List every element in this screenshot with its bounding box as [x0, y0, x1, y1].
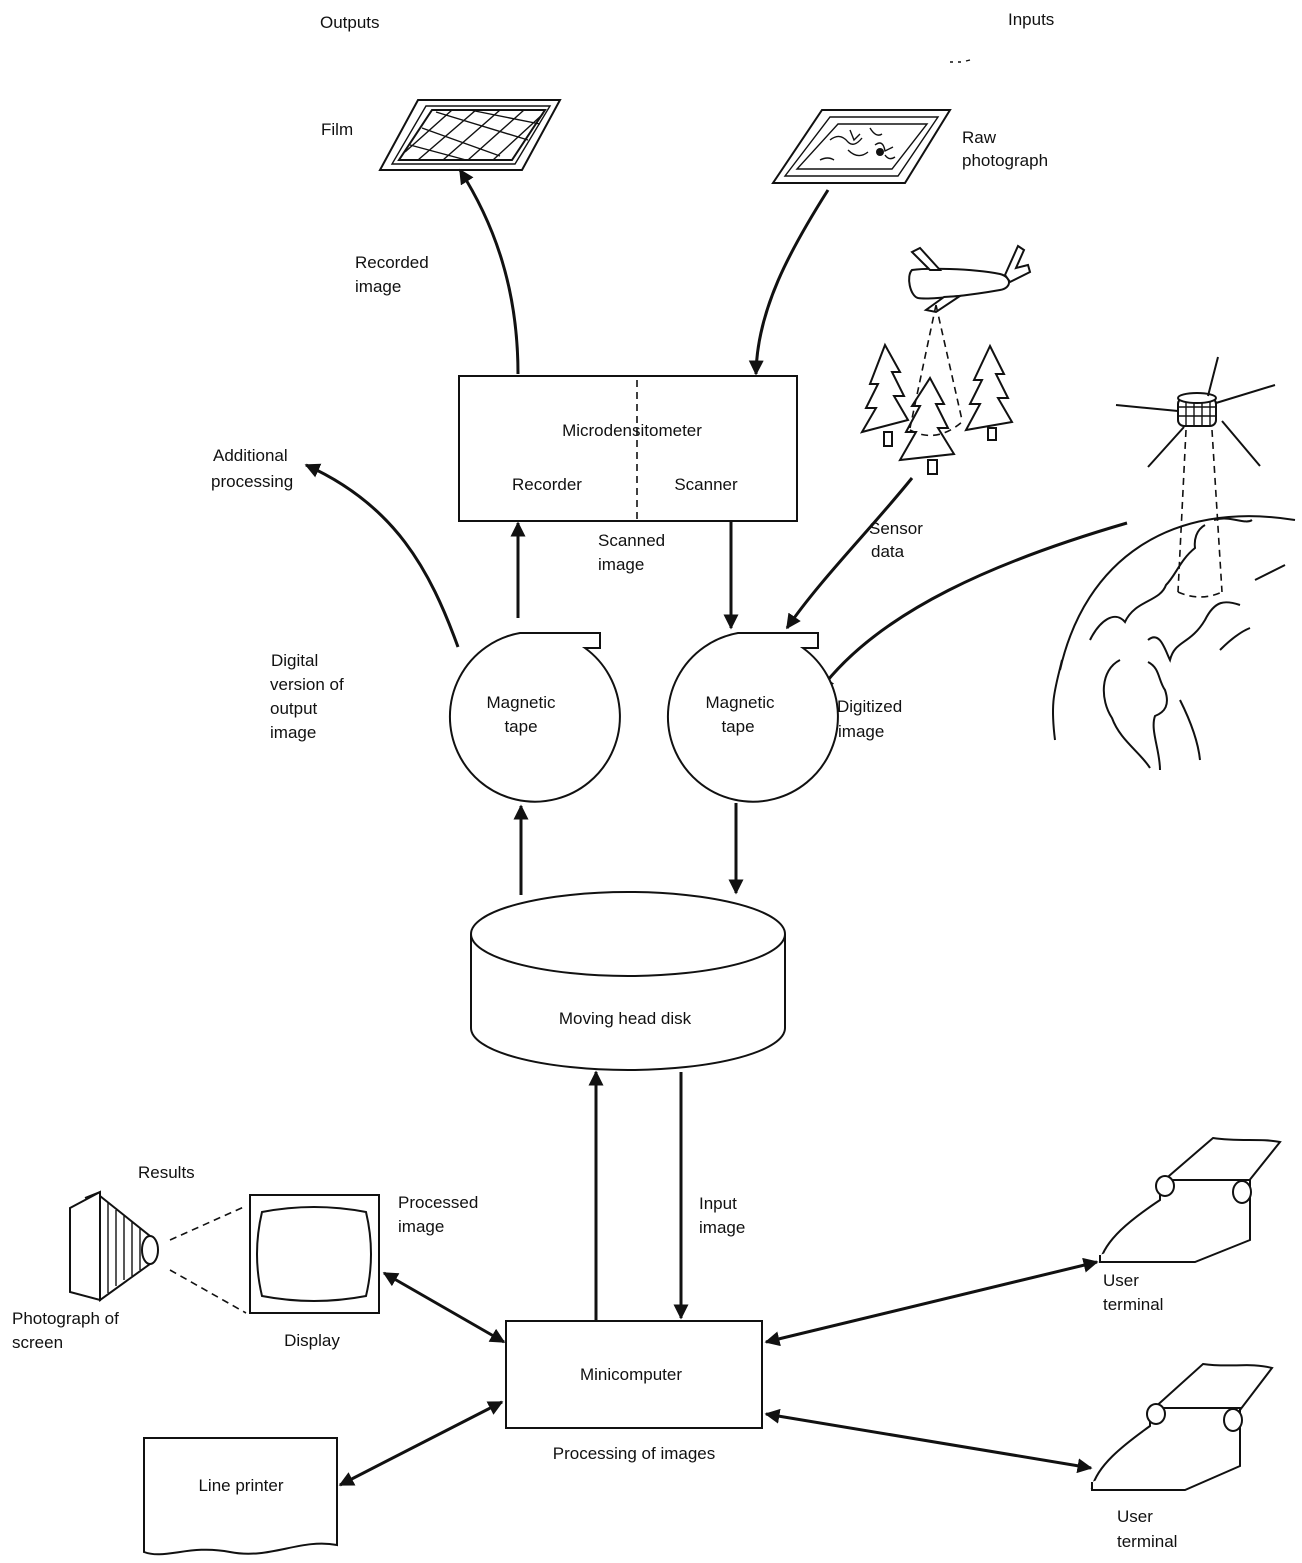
- stray-marks: [950, 59, 971, 63]
- line-printer-label: Line printer: [198, 1476, 283, 1495]
- additional-processing-line2: processing: [211, 472, 293, 491]
- microdensitometer-title: Microdensitometer: [562, 421, 702, 440]
- additional-processing-arrow: [304, 463, 460, 648]
- earth-icon: [1051, 515, 1296, 771]
- scanned-image-line1: Scanned: [598, 531, 665, 550]
- processed-image-line2: image: [398, 1217, 444, 1236]
- display-icon: [249, 1194, 380, 1314]
- satellite-icon: [1115, 356, 1276, 598]
- user-terminal-2-line1: User: [1117, 1507, 1153, 1526]
- input-image-line2: image: [699, 1218, 745, 1237]
- user-terminal-icon: [1098, 1136, 1282, 1264]
- trees-icon: [859, 304, 1014, 475]
- photograph-of-screen-line1: Photograph of: [12, 1309, 119, 1328]
- raw-photo-to-scanner-arrow: [748, 189, 830, 376]
- recorded-image-arrow: [458, 168, 520, 375]
- digital-version-line1: Digital: [271, 651, 318, 670]
- printer-minicomputer-arrow: [338, 1400, 504, 1487]
- tape-right-line1: Magnetic: [706, 693, 775, 712]
- user-terminal-1-line2: terminal: [1103, 1295, 1163, 1314]
- magnetic-tape-right: [666, 632, 839, 803]
- film-icon: [378, 99, 562, 171]
- display-minicomputer-arrow: [382, 1271, 506, 1344]
- camera-icon: [69, 1190, 159, 1302]
- digital-version-line3: output: [270, 699, 318, 718]
- line-printer-icon: [143, 1437, 338, 1556]
- processed-image-line1: Processed: [398, 1193, 478, 1212]
- magnetic-tape-left: [448, 632, 621, 803]
- film-label: Film: [321, 120, 353, 139]
- airplane-icon: [908, 244, 1032, 314]
- recorder-label: Recorder: [512, 475, 582, 494]
- raw-photograph-icon: [771, 109, 952, 184]
- raw-photograph-line2: photograph: [962, 151, 1048, 170]
- tape-right-line2: tape: [721, 717, 754, 736]
- camera-to-screen-rays: [169, 1205, 247, 1314]
- recorded-image-line1: Recorded: [355, 253, 429, 272]
- digital-version-line2: version of: [270, 675, 344, 694]
- scanned-image-line2: image: [598, 555, 644, 574]
- additional-processing-line1: Additional: [213, 446, 288, 465]
- digital-version-line4: image: [270, 723, 316, 742]
- user-terminal-icon: [1090, 1362, 1274, 1491]
- minicomputer-label: Minicomputer: [580, 1365, 682, 1384]
- tape-left-line1: Magnetic: [487, 693, 556, 712]
- moving-head-disk: [470, 891, 786, 1071]
- terminal2-minicomputer-arrow: [764, 1408, 1093, 1474]
- recorded-image-line2: image: [355, 277, 401, 296]
- outputs-header: Outputs: [320, 13, 380, 32]
- sensor-data-arrow: [785, 477, 914, 630]
- user-terminal-2-line2: terminal: [1117, 1532, 1177, 1551]
- digitized-image-arrow: [818, 521, 1128, 692]
- tape-left-line2: tape: [504, 717, 537, 736]
- digitized-image-line2: image: [838, 722, 884, 741]
- results-label: Results: [138, 1163, 195, 1182]
- raw-photograph-line1: Raw: [962, 128, 997, 147]
- display-label: Display: [284, 1331, 340, 1350]
- photograph-of-screen-line2: screen: [12, 1333, 63, 1352]
- inputs-header: Inputs: [1008, 10, 1054, 29]
- sensor-data-line2: data: [871, 542, 905, 561]
- disk-label: Moving head disk: [559, 1009, 692, 1028]
- terminal1-minicomputer-arrow: [764, 1257, 1099, 1347]
- microdensitometer-box: [458, 375, 798, 522]
- scanner-label: Scanner: [674, 475, 738, 494]
- user-terminal-1-line1: User: [1103, 1271, 1139, 1290]
- minicomputer-box: [505, 1320, 763, 1429]
- sensor-data-line1: Sensor: [869, 519, 923, 538]
- input-image-line1: Input: [699, 1194, 737, 1213]
- digitized-image-line1: Digitized: [837, 697, 902, 716]
- processing-of-images-label: Processing of images: [553, 1444, 716, 1463]
